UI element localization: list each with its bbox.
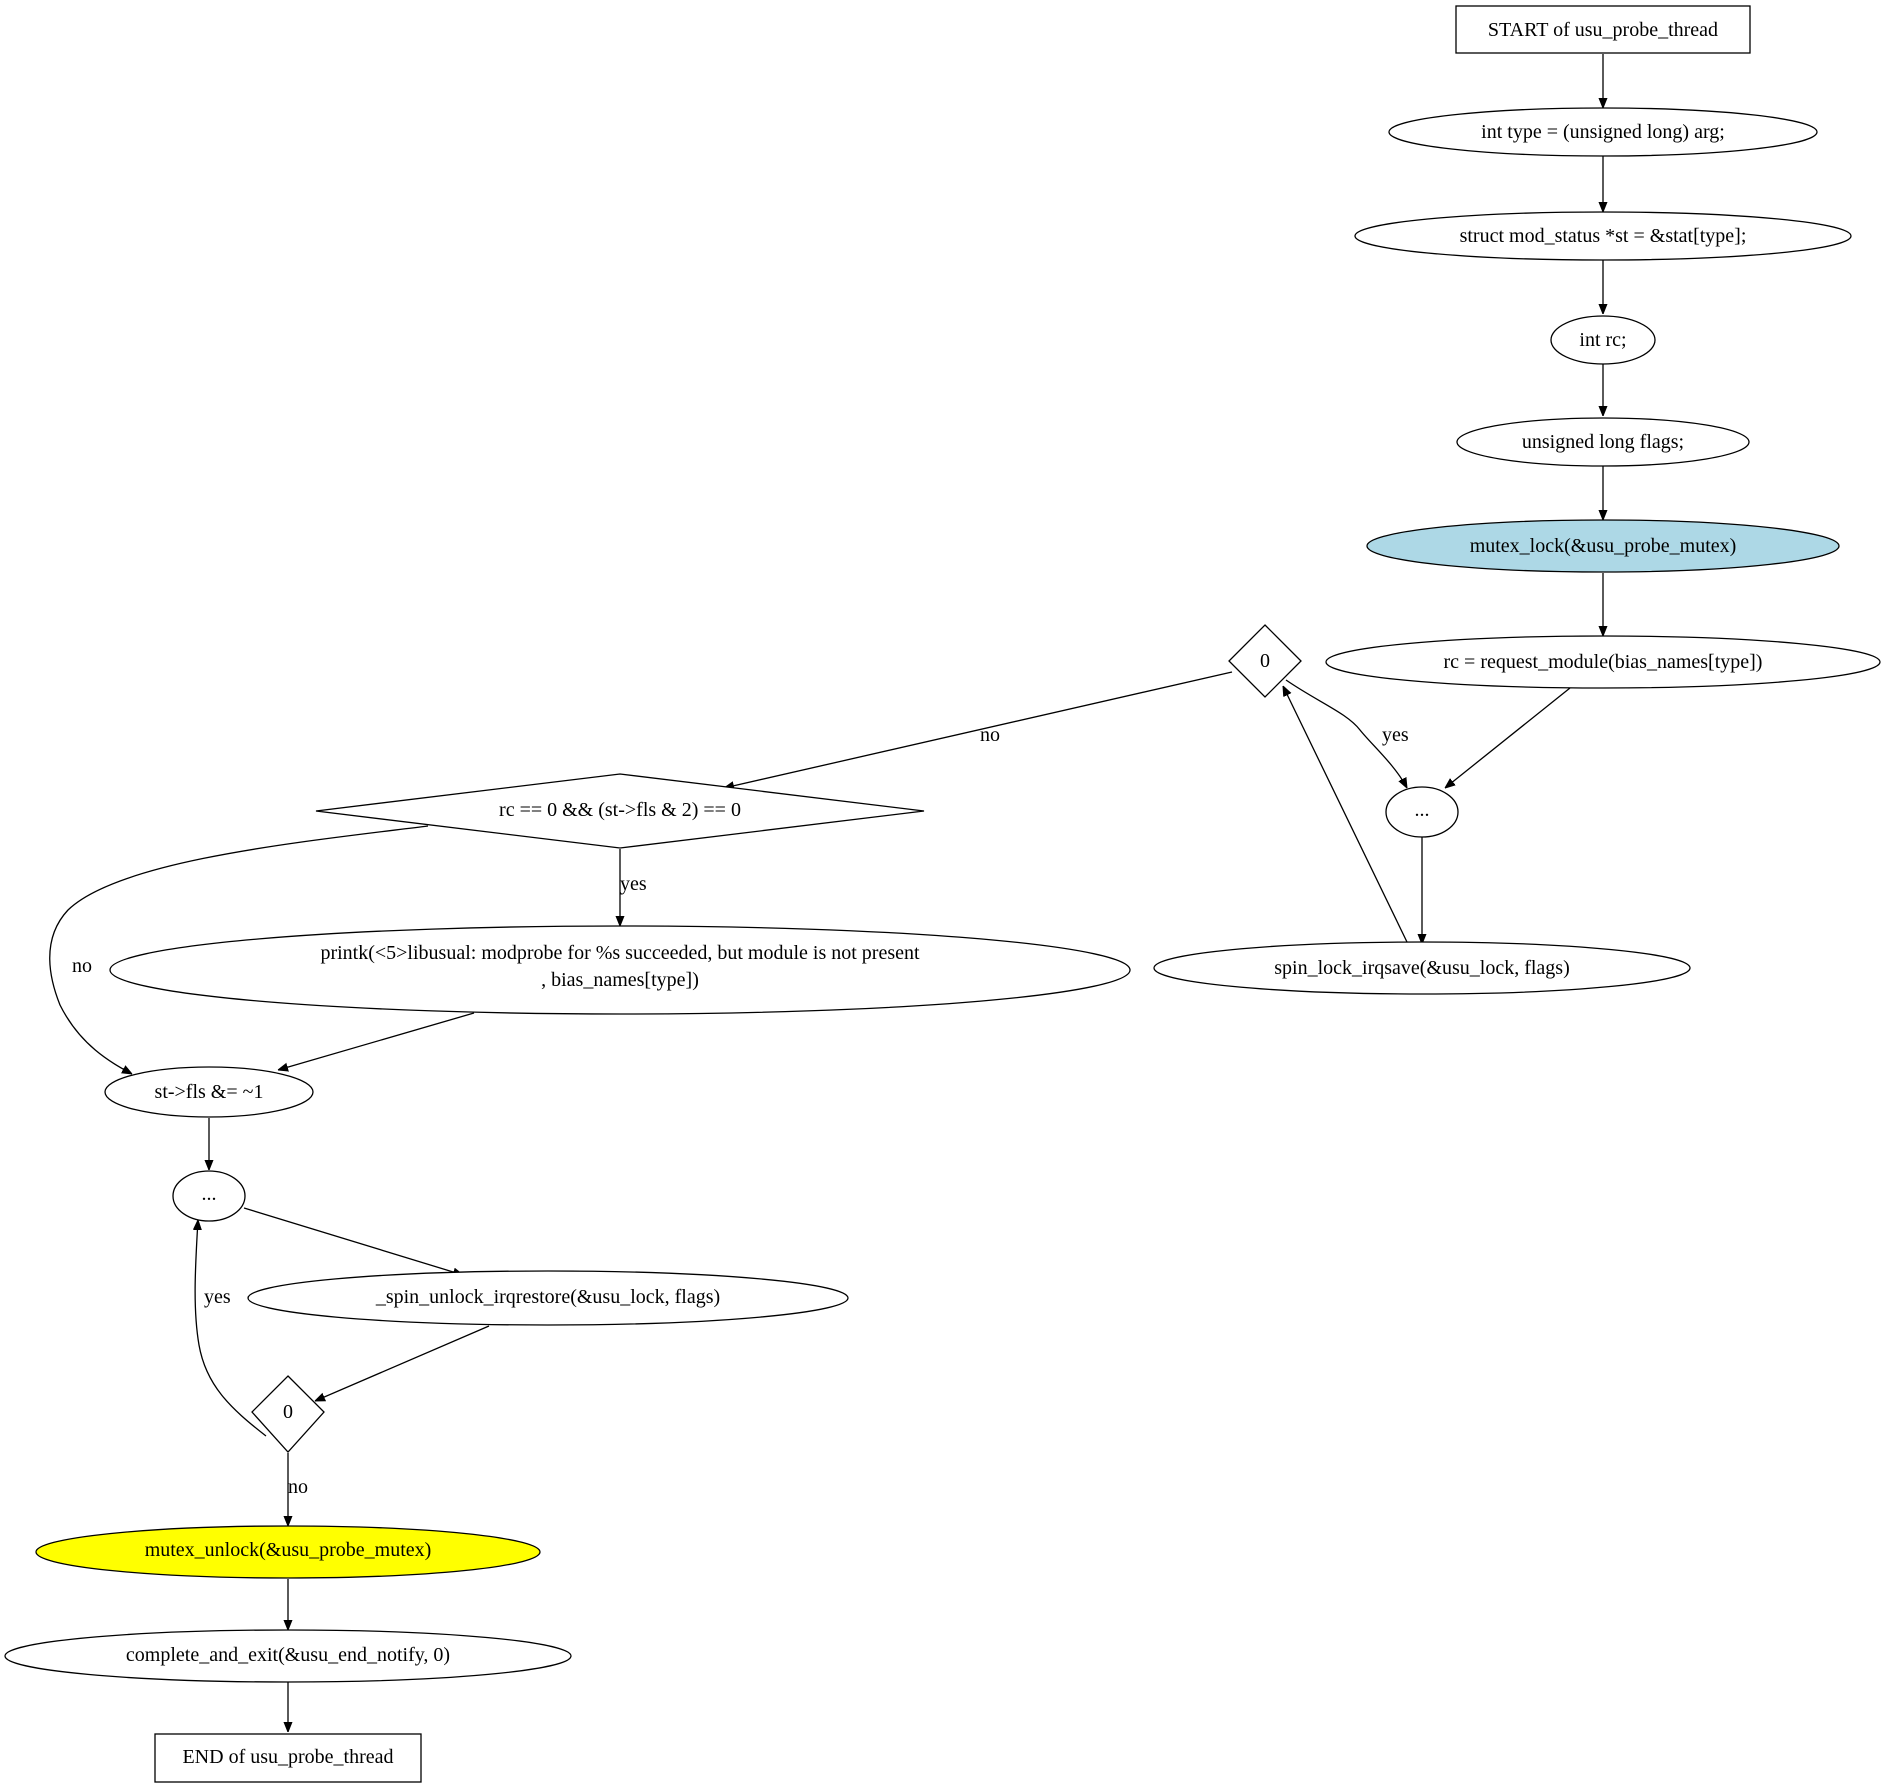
node-complete-exit: complete_and_exit(&usu_end_notify, 0) [4, 1629, 572, 1683]
node-clear-fls: st->fls &= ~1 [104, 1066, 314, 1118]
dots-bottom-ellipse [172, 1170, 246, 1222]
edge-dots-bottom-to-spin-unlock [243, 1207, 463, 1275]
edge-cond-zero-bottom-yes [195, 1220, 267, 1437]
edge-label-cond-rc-yes: yes [620, 873, 647, 895]
edge-label-cond-zero-bottom-yes: yes [204, 1286, 231, 1308]
spin-lock-ellipse [1153, 941, 1691, 995]
spin-lock-label: spin_lock_irqsave(&usu_lock, flags) [1274, 957, 1570, 979]
end-label: END of usu_probe_thread [182, 1746, 393, 1768]
mutex-unlock-ellipse [35, 1525, 541, 1579]
node-decl-st: struct mod_status *st = &stat[type]; [1354, 211, 1852, 261]
dots-top-ellipse [1385, 786, 1459, 838]
cond-zero-bottom-label: 0 [283, 1401, 293, 1423]
nodes: START of usu_probe_thread int type = (un… [4, 5, 1881, 1783]
cond-rc-label: rc == 0 && (st->fls & 2) == 0 [499, 799, 741, 821]
start-box [1455, 5, 1751, 54]
spin-unlock-ellipse [247, 1270, 849, 1326]
edges: yes no yes no yes no [49, 54, 1603, 1732]
node-request-module: rc = request_module(bias_names[type]) [1325, 635, 1881, 689]
node-end: END of usu_probe_thread [154, 1733, 422, 1783]
node-cond-zero-top: 0 [1228, 624, 1302, 698]
decl-type-ellipse [1388, 107, 1818, 157]
edge-request-module-to-dots-top [1445, 687, 1571, 788]
node-decl-rc: int rc; [1550, 315, 1656, 365]
dots-bottom-label: ... [202, 1183, 217, 1205]
clear-fls-label: st->fls &= ~1 [155, 1081, 264, 1103]
start-label: START of usu_probe_thread [1488, 19, 1718, 41]
node-mutex-unlock: mutex_unlock(&usu_probe_mutex) [35, 1525, 541, 1579]
edge-spin-lock-to-cond-zero-top [1283, 686, 1408, 943]
complete-exit-ellipse [4, 1629, 572, 1683]
edge-label-cond-zero-top-no: no [980, 724, 1000, 746]
edge-label-cond-rc-no: no [72, 955, 92, 977]
node-mutex-lock: mutex_lock(&usu_probe_mutex) [1366, 519, 1840, 573]
node-decl-flags: unsigned long flags; [1456, 417, 1750, 467]
edge-printk-to-clear-fls [278, 1012, 475, 1070]
complete-exit-label: complete_and_exit(&usu_end_notify, 0) [126, 1644, 450, 1666]
decl-rc-label: int rc; [1579, 329, 1626, 351]
cond-zero-top-label: 0 [1260, 650, 1270, 672]
request-module-ellipse [1325, 635, 1881, 689]
decl-rc-ellipse [1550, 315, 1656, 365]
node-start: START of usu_probe_thread [1455, 5, 1751, 54]
edge-cond-zero-top-no [724, 671, 1233, 788]
node-dots-bottom: ... [172, 1170, 246, 1222]
decl-st-label: struct mod_status *st = &stat[type]; [1460, 225, 1747, 247]
node-decl-type: int type = (unsigned long) arg; [1388, 107, 1818, 157]
mutex-lock-label: mutex_lock(&usu_probe_mutex) [1470, 535, 1737, 557]
spin-unlock-label: _spin_unlock_irqrestore(&usu_lock, flags… [375, 1286, 720, 1308]
dots-top-label: ... [1415, 799, 1430, 821]
decl-flags-ellipse [1456, 417, 1750, 467]
printk-ellipse [109, 925, 1131, 1015]
cond-zero-top-diamond [1228, 624, 1302, 698]
edge-cond-rc-no [49, 825, 429, 1074]
decl-st-ellipse [1354, 211, 1852, 261]
mutex-unlock-label: mutex_unlock(&usu_probe_mutex) [145, 1539, 432, 1561]
printk-label-line1: printk(<5>libusual: modprobe for %s succ… [320, 942, 920, 964]
decl-flags-label: unsigned long flags; [1522, 431, 1684, 453]
edge-cond-zero-top-yes [1285, 679, 1407, 788]
node-spin-unlock: _spin_unlock_irqrestore(&usu_lock, flags… [247, 1270, 849, 1326]
edge-label-cond-zero-top-yes: yes [1382, 724, 1409, 746]
node-spin-lock: spin_lock_irqsave(&usu_lock, flags) [1153, 941, 1691, 995]
node-cond-zero-bottom: 0 [251, 1375, 325, 1453]
decl-type-label: int type = (unsigned long) arg; [1481, 121, 1725, 143]
node-cond-rc: rc == 0 && (st->fls & 2) == 0 [315, 773, 925, 849]
node-dots-top: ... [1385, 786, 1459, 838]
cond-rc-diamond [315, 773, 925, 849]
printk-label-line2: , bias_names[type]) [541, 969, 699, 991]
clear-fls-ellipse [104, 1066, 314, 1118]
request-module-label: rc = request_module(bias_names[type]) [1444, 651, 1763, 673]
end-box [154, 1733, 422, 1783]
edge-spin-unlock-to-cond-zero-bottom [315, 1325, 490, 1402]
mutex-lock-ellipse [1366, 519, 1840, 573]
cond-zero-bottom-diamond [251, 1375, 325, 1453]
node-printk: printk(<5>libusual: modprobe for %s succ… [109, 925, 1131, 1015]
edge-label-cond-zero-bottom-no: no [288, 1476, 308, 1498]
